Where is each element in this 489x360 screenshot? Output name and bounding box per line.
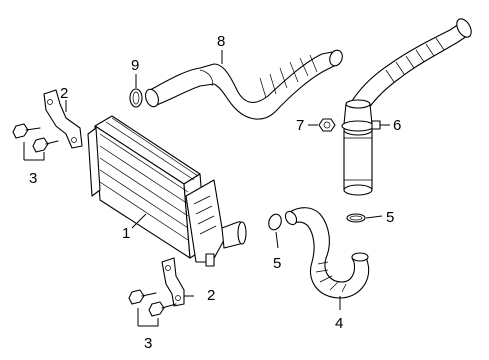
nut-7[interactable] bbox=[318, 118, 336, 132]
intake-hose-lower[interactable] bbox=[283, 207, 370, 299]
callout-5-left: 5 bbox=[273, 255, 281, 272]
callout-1: 1 bbox=[122, 225, 130, 242]
bolt-lower-b[interactable] bbox=[148, 301, 177, 317]
intake-hose-upper[interactable] bbox=[143, 48, 344, 120]
callout-labels: 1 2 3 2 3 4 5 5 6 7 8 9 bbox=[29, 33, 401, 352]
bracket-upper[interactable] bbox=[43, 89, 83, 149]
callout-7: 7 bbox=[296, 117, 304, 134]
callout-3-upper: 3 bbox=[29, 170, 37, 187]
callout-2-lower: 2 bbox=[207, 287, 215, 304]
callout-4: 4 bbox=[335, 315, 343, 332]
callout-2-upper: 2 bbox=[60, 85, 68, 102]
callout-9: 9 bbox=[131, 57, 139, 74]
bolt-lower-a[interactable] bbox=[128, 289, 157, 305]
hose-clamp-upper[interactable] bbox=[129, 88, 143, 108]
hose-clamp-5-right[interactable] bbox=[346, 213, 366, 223]
bracket-lower[interactable] bbox=[161, 257, 185, 307]
callout-3-lower: 3 bbox=[144, 335, 152, 352]
bolt-upper-a[interactable] bbox=[12, 123, 41, 139]
leader-lines bbox=[23, 50, 390, 327]
resonator-tube[interactable] bbox=[343, 99, 373, 196]
callout-8: 8 bbox=[217, 33, 225, 50]
clamp-6[interactable] bbox=[341, 120, 381, 132]
intercooler[interactable] bbox=[87, 115, 247, 267]
upper-duct-right[interactable] bbox=[349, 16, 474, 113]
callout-6: 6 bbox=[393, 117, 401, 134]
callout-5-right: 5 bbox=[386, 209, 394, 226]
bolt-upper-b[interactable] bbox=[32, 137, 59, 153]
hose-clamp-5-left[interactable] bbox=[267, 212, 284, 231]
